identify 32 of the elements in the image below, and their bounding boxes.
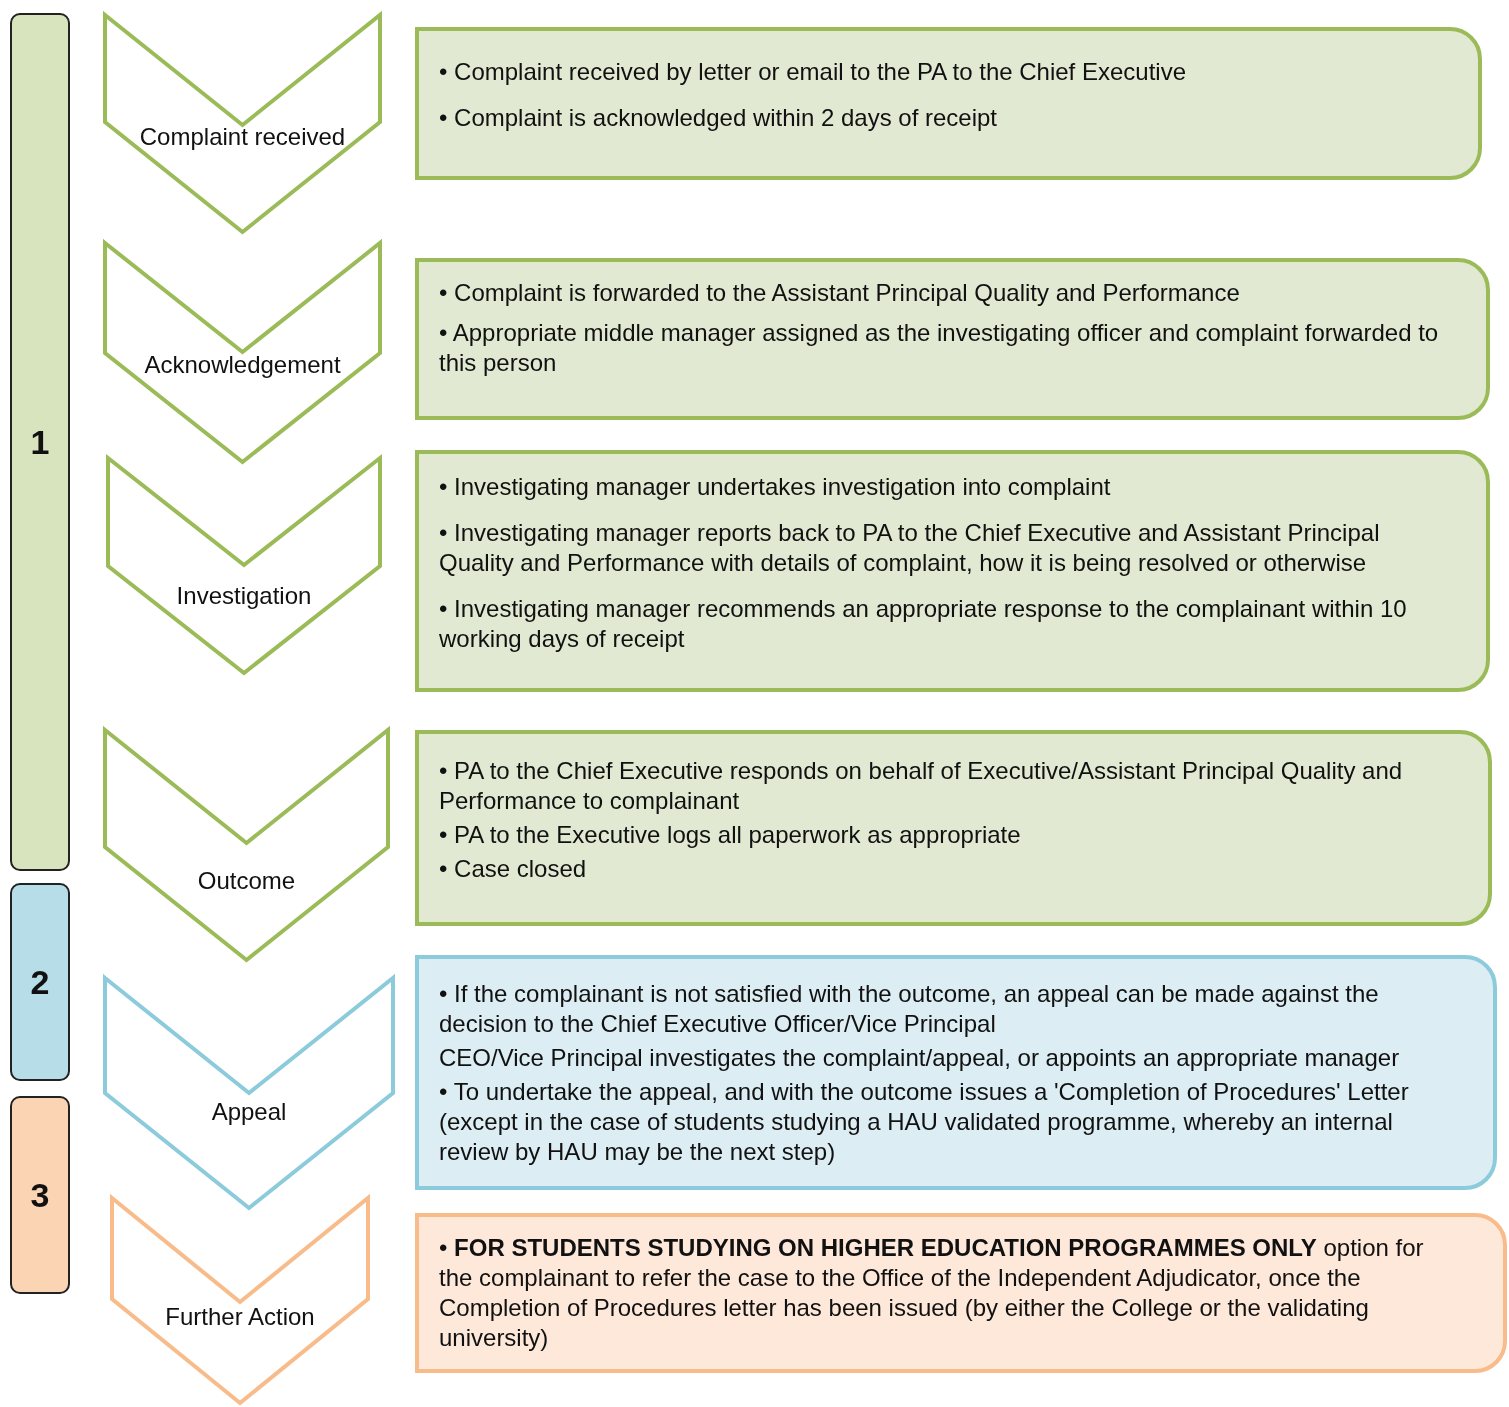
bullet-text: • Investigating manager undertakes investigation into complaint [439, 472, 1112, 502]
step-label: Complaint received [138, 123, 347, 151]
bullet-text: • Appropriate middle manager assigned as the investigating officer and complaint forwarded to this person [439, 318, 1440, 378]
step-label: Acknowledgement [143, 351, 342, 379]
phase-number: 2 [30, 962, 50, 1002]
step-details-box [415, 450, 1490, 692]
bullet-text: • Investigating manager reports back to PA to the Chief Executive and Assistant Principal Quality and Performance with details of complaint, how it is being resolved or otherwise [439, 518, 1381, 578]
bullet-text: • Complaint received by letter or email to the PA to the Chief Executive [439, 57, 1187, 87]
step-label: Outcome [196, 867, 297, 895]
step-details-box [415, 258, 1490, 420]
phase-bar [10, 13, 70, 871]
bullet-text: • Complaint is forwarded to the Assistant Principal Quality and Performance [439, 278, 1241, 308]
bullet-text: • Case closed [439, 854, 588, 884]
step-details-box [415, 730, 1492, 926]
bullet-text: • If the complainant is not satisfied with the outcome, an appeal can be made against the decision to the Chief Executive Officer/Vice Principal [439, 979, 1380, 1039]
bullet-text: • Complaint is acknowledged within 2 days of receipt [439, 103, 999, 133]
bullet-text: CEO/Vice Principal investigates the complaint/appeal, or appoints an appropriate manager [439, 1043, 1401, 1073]
phase-bar [10, 883, 70, 1081]
step-label: Further Action [164, 1303, 316, 1331]
bullet-text: • To undertake the appeal, and with the outcome issues a 'Completion of Procedures' Letter (except in the case of students studying a HAU validated programme, whereby an internal review by HAU may be the next step) [439, 1077, 1410, 1167]
phase-bar [10, 1096, 70, 1294]
phase-number: 3 [30, 1175, 50, 1215]
step-label: Investigation [175, 582, 313, 610]
step-details-box [415, 1213, 1507, 1373]
step-label: Appeal [210, 1098, 288, 1126]
bullet-text: • Investigating manager recommends an appropriate response to the complainant within 10 working days of receipt [439, 594, 1408, 654]
bullet-text: • FOR STUDENTS STUDYING ON HIGHER EDUCATION PROGRAMMES ONLY option for the complainant to refer the case to the Office of the Independent Adjudicator, once the Completion of Procedures letter has been issued (by either the College or the validating university) [439, 1233, 1425, 1353]
bullet-text: • PA to the Executive logs all paperwork as appropriate [439, 820, 1022, 850]
phase-number: 1 [30, 422, 50, 462]
bullet-text: • PA to the Chief Executive responds on behalf of Executive/Assistant Principal Quality and Performance to complainant [439, 756, 1404, 816]
step-details-box [415, 27, 1482, 180]
step-details-box [415, 955, 1497, 1190]
